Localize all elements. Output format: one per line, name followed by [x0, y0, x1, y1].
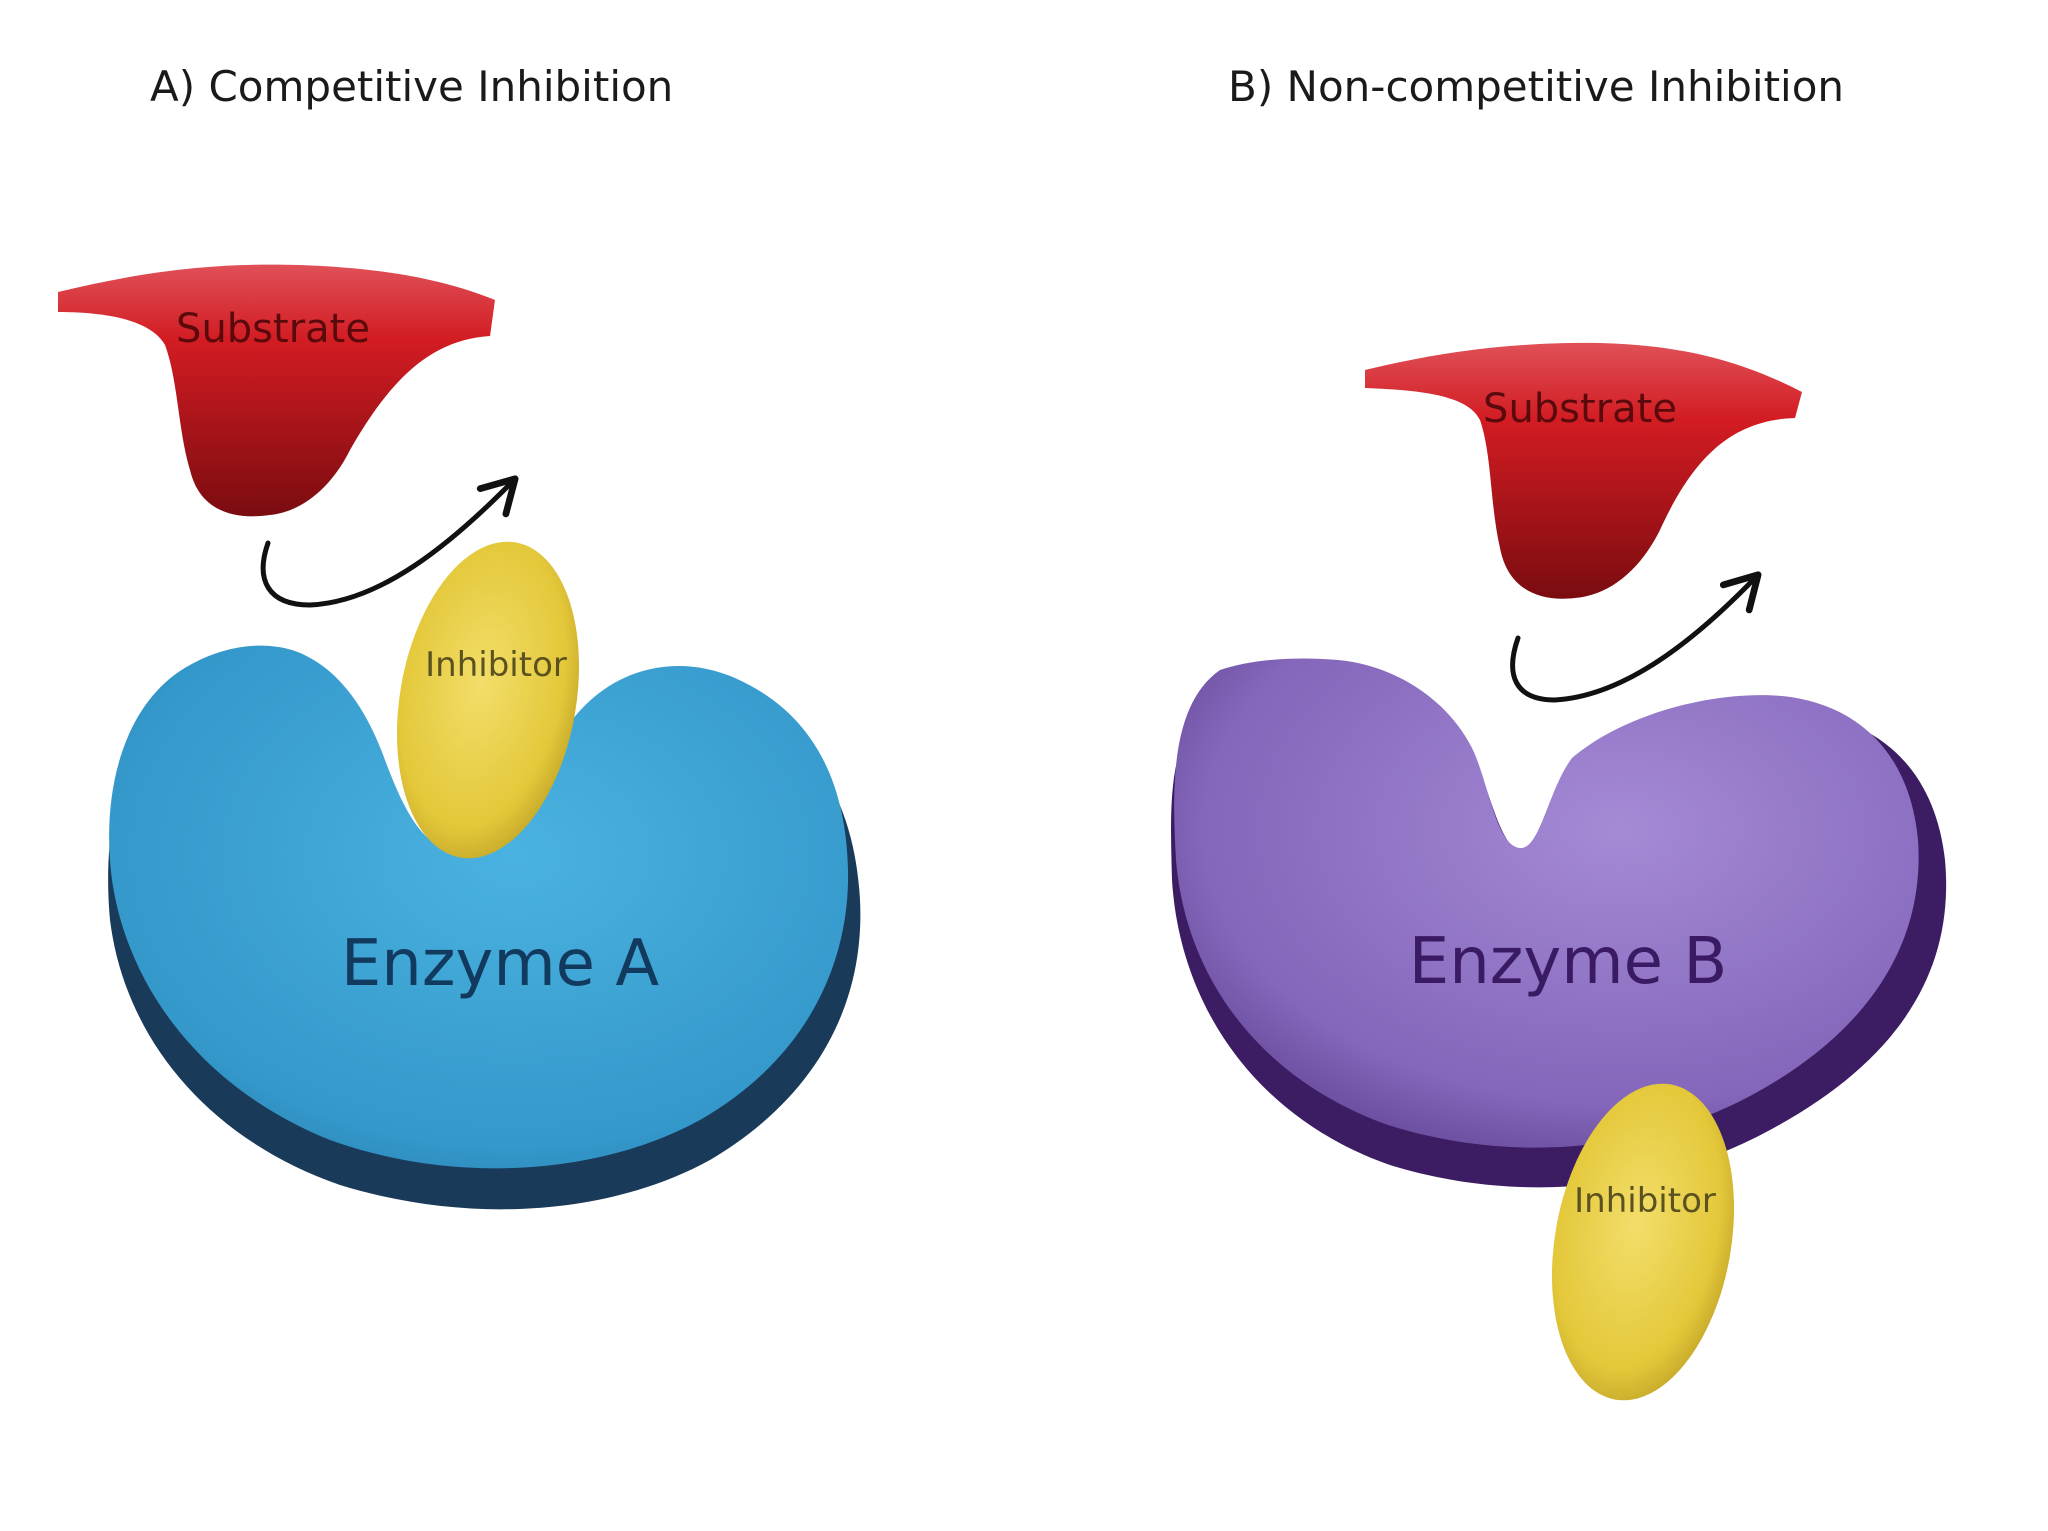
- enzyme-b-body: [1174, 658, 1919, 1148]
- substrate-a-label: Substrate: [176, 306, 370, 352]
- inhibitor-a-shape: [396, 541, 580, 859]
- deflect-arrow-a: [260, 475, 519, 608]
- enzyme-b-label: Enzyme B: [1409, 925, 1727, 999]
- substrate-b-label: Substrate: [1483, 386, 1677, 432]
- panel-b: Enzyme B Inhibitor Substrate: [1171, 342, 1947, 1401]
- substrate-a-shape: [58, 264, 495, 517]
- inhibitor-b-label: Inhibitor: [1574, 1181, 1716, 1221]
- panel-a-title: A) Competitive Inhibition: [150, 62, 674, 111]
- deflect-arrow-b: [1510, 571, 1762, 703]
- panel-a: Enzyme A Inhibitor Substrate: [58, 264, 861, 1210]
- inhibitor-b-shape: [1551, 1083, 1735, 1401]
- inhibitor-a-label: Inhibitor: [425, 645, 567, 685]
- panel-b-title: B) Non-competitive Inhibition: [1228, 62, 1845, 111]
- enzyme-a-body: [109, 645, 849, 1169]
- substrate-b-shape: [1365, 342, 1802, 599]
- enzyme-a-label: Enzyme A: [341, 927, 660, 1001]
